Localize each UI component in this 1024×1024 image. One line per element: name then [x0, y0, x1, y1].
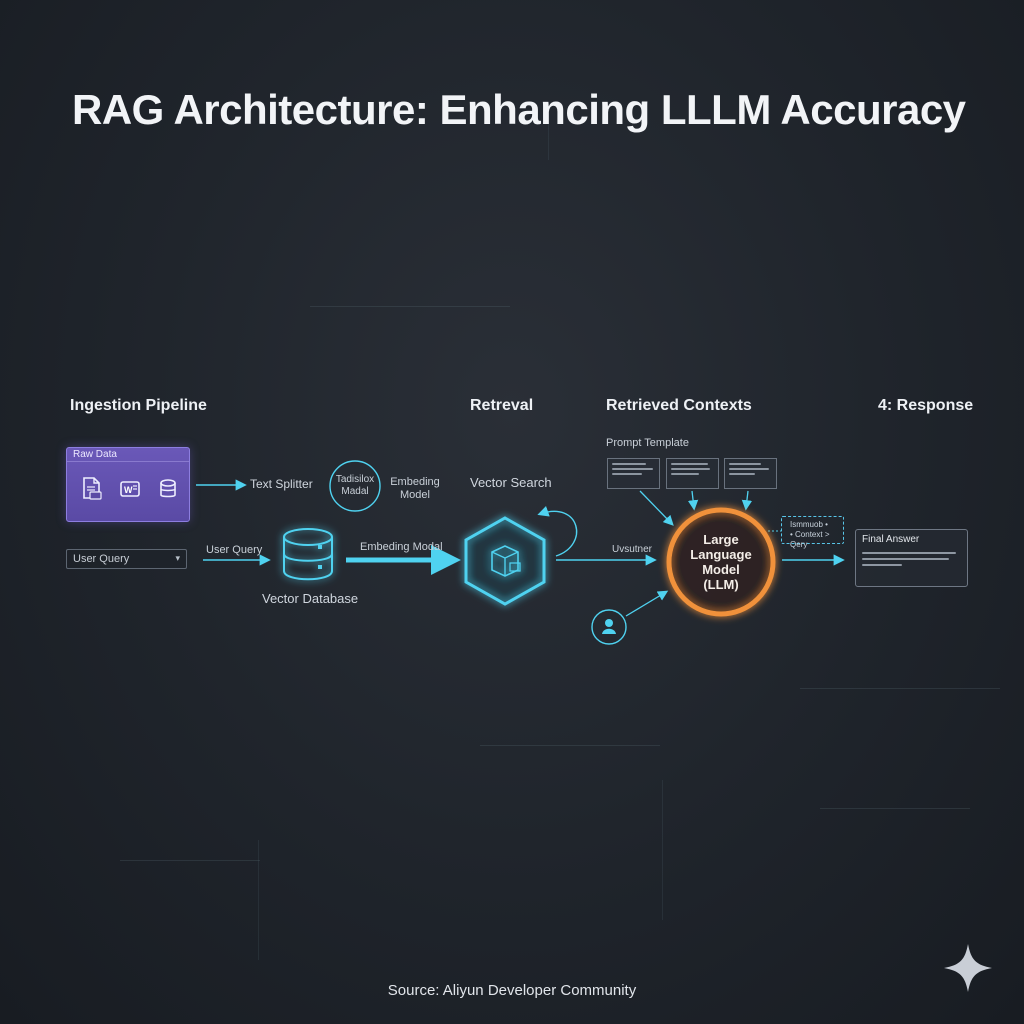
- tokenizer-line-2: Madal: [341, 486, 369, 497]
- tokenizer-line-1: Tadisilox: [335, 474, 375, 485]
- final-answer-title: Final Answer: [862, 534, 920, 545]
- raw-data-panel[interactable]: Raw Data W: [66, 447, 190, 522]
- decor-line: [480, 745, 660, 746]
- note-line-1: Ismmuob •: [790, 520, 828, 529]
- llm-line-1: Large: [703, 532, 739, 547]
- llm-ring: [666, 507, 776, 617]
- prompt-template-label: Prompt Template: [606, 437, 689, 449]
- embedding-model-label: Embeding Model: [388, 476, 442, 502]
- vector-database-label: Vector Database: [262, 591, 359, 606]
- prompt-template-card: [724, 458, 777, 489]
- decor-line: [310, 306, 510, 307]
- user-query-input[interactable]: User Query ▾: [66, 549, 187, 569]
- source-caption: Source: Aliyun Developer Community: [387, 982, 637, 999]
- section-ingestion-pipeline: Ingestion Pipeline: [70, 397, 207, 414]
- vector-database-icon: [283, 528, 333, 581]
- section-retrieved-contexts: Retrieved Contexts: [606, 397, 752, 414]
- uvsutner-label: Uvsutner: [612, 544, 653, 555]
- user-avatar-icon: [591, 609, 627, 645]
- embedding-line-2: Model: [400, 489, 430, 501]
- llm-line-3: Model: [702, 562, 740, 577]
- raw-data-header: Raw Data: [67, 448, 189, 462]
- prompt-template-card: [666, 458, 719, 489]
- prompt-template-card: [607, 458, 660, 489]
- section-response: 4: Response: [878, 397, 974, 414]
- context-query-note: Ismmuob • • Context > Qery: [781, 516, 844, 549]
- llm-label: Large Language Model (LLM): [668, 532, 774, 592]
- arrow-template-2: [687, 490, 699, 511]
- chevron-down-icon: ▾: [175, 553, 180, 563]
- embedding-line-1: Embeding: [390, 476, 440, 488]
- user-query-label: User Query: [206, 544, 263, 556]
- vector-search-hexagon: [464, 516, 546, 606]
- arrow-template-1: [639, 490, 674, 526]
- llm-line-4: (LLM): [703, 577, 739, 592]
- final-answer-panel: Final Answer: [855, 529, 968, 587]
- arrow-template-3: [741, 490, 753, 511]
- page-title: RAG Architecture: Enhancing LLLM Accurac…: [72, 86, 966, 133]
- tokenizer-model-node: [329, 460, 381, 512]
- vector-search-label: Vector Search: [470, 475, 552, 490]
- decor-line: [800, 688, 1000, 689]
- word-file-icon: W: [120, 481, 140, 497]
- svg-text:W: W: [124, 485, 133, 495]
- tokenizer-model-label: Tadisilox Madal: [330, 474, 380, 498]
- database-icon: [160, 479, 176, 498]
- embedding-model-arrow-label: Embeding Modal: [360, 541, 443, 553]
- decor-line: [662, 780, 663, 920]
- note-line-2: • Context > Qery: [790, 530, 830, 549]
- decor-line: [120, 860, 260, 861]
- decor-line: [258, 840, 259, 960]
- text-splitter-label: Text Splitter: [250, 477, 313, 491]
- document-icon: [83, 477, 102, 500]
- decor-line: [820, 808, 970, 809]
- sparkle-icon: [944, 944, 992, 992]
- llm-line-2: Language: [690, 547, 752, 562]
- section-retrieval: Retreval: [470, 397, 534, 414]
- decor-line: [548, 120, 549, 160]
- arrow-search-loop: [537, 505, 578, 557]
- user-query-text: User Query: [73, 553, 130, 565]
- arrow-user-to-llm: [625, 590, 669, 617]
